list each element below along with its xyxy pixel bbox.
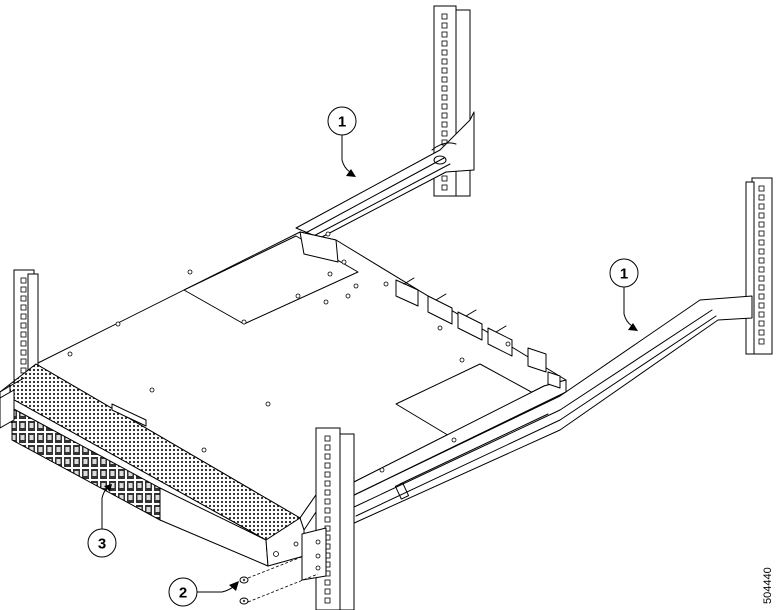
rack-hole xyxy=(758,293,765,300)
rack-hole xyxy=(758,320,765,327)
rack-hole xyxy=(441,67,448,74)
mounting-screws xyxy=(239,555,319,605)
rack-hole xyxy=(324,516,331,523)
rack-hole xyxy=(441,121,448,128)
rack-hole xyxy=(441,130,448,137)
rack-hole xyxy=(758,338,765,345)
rack-hole xyxy=(324,435,331,442)
rack-hole xyxy=(441,112,448,119)
callout-1-lower: 1 xyxy=(609,258,639,331)
rack-hole xyxy=(324,471,331,478)
rack-hole xyxy=(20,367,27,374)
front-slide-rail xyxy=(347,295,753,525)
callout-1-lower-label: 1 xyxy=(620,266,628,283)
rack-hole xyxy=(758,311,765,318)
callout-3-label: 3 xyxy=(98,536,106,553)
top-panel-rear xyxy=(183,235,359,325)
far-right-post-holes xyxy=(758,185,765,345)
rack-hole xyxy=(324,453,331,460)
rack-hole xyxy=(441,58,448,65)
rack-hole xyxy=(324,579,331,586)
callout-1-upper-label: 1 xyxy=(338,114,346,131)
rack-hole xyxy=(758,239,765,246)
callout-1-upper: 1 xyxy=(327,106,357,177)
rack-hole xyxy=(324,507,331,514)
rack-hole xyxy=(758,248,765,255)
rack-hole xyxy=(758,284,765,291)
rack-hole xyxy=(20,358,27,365)
rack-hole xyxy=(20,322,27,329)
rack-hole xyxy=(324,489,331,496)
rack-hole xyxy=(441,94,448,101)
rack-hole xyxy=(441,49,448,56)
rack-hole xyxy=(441,31,448,38)
rack-hole xyxy=(20,304,27,311)
rack-hole xyxy=(758,329,765,336)
rear-modules xyxy=(395,277,513,357)
rack-hole xyxy=(441,40,448,47)
figure-id: 504440 xyxy=(762,567,774,604)
rear-right-post-holes xyxy=(441,13,448,191)
rack-hole xyxy=(441,85,448,92)
rack-hole xyxy=(758,275,765,282)
front-panel xyxy=(0,363,305,567)
front-right-post-holes xyxy=(324,435,331,604)
rack-hole xyxy=(20,286,27,293)
rack-hole xyxy=(324,498,331,505)
rack-hole xyxy=(324,462,331,469)
rack-hole xyxy=(324,597,331,604)
switch-chassis xyxy=(35,231,567,531)
rack-hole xyxy=(441,175,448,182)
front-right-rack-post xyxy=(301,427,355,610)
callout-2: 2 xyxy=(168,577,239,607)
rack-hole xyxy=(20,313,27,320)
far-right-rack-post xyxy=(745,177,773,355)
rack-hole xyxy=(441,103,448,110)
rack-hole xyxy=(441,184,448,191)
callout-2-label: 2 xyxy=(179,585,187,602)
rack-hole xyxy=(20,340,27,347)
rack-hole xyxy=(758,302,765,309)
rack-hole xyxy=(758,257,765,264)
rack-hole xyxy=(758,203,765,210)
top-screws xyxy=(67,231,511,473)
rack-hole xyxy=(758,212,765,219)
rear-slide-rail xyxy=(295,111,475,241)
rack-hole xyxy=(20,331,27,338)
rack-hole xyxy=(758,185,765,192)
rack-hole xyxy=(441,22,448,29)
rack-hole xyxy=(324,588,331,595)
front-left-post-holes xyxy=(20,277,27,374)
rack-hole xyxy=(441,13,448,20)
rack-hole xyxy=(758,230,765,237)
callout-3: 3 xyxy=(87,484,117,558)
rack-hole xyxy=(758,194,765,201)
rack-hole xyxy=(20,349,27,356)
rack-hole xyxy=(20,295,27,302)
front-left-rack-post xyxy=(13,269,39,381)
rack-hole xyxy=(441,76,448,83)
rack-hole xyxy=(324,444,331,451)
rack-hole xyxy=(324,480,331,487)
rack-hole xyxy=(758,221,765,228)
rack-hole xyxy=(758,266,765,273)
rack-hole xyxy=(20,277,27,284)
